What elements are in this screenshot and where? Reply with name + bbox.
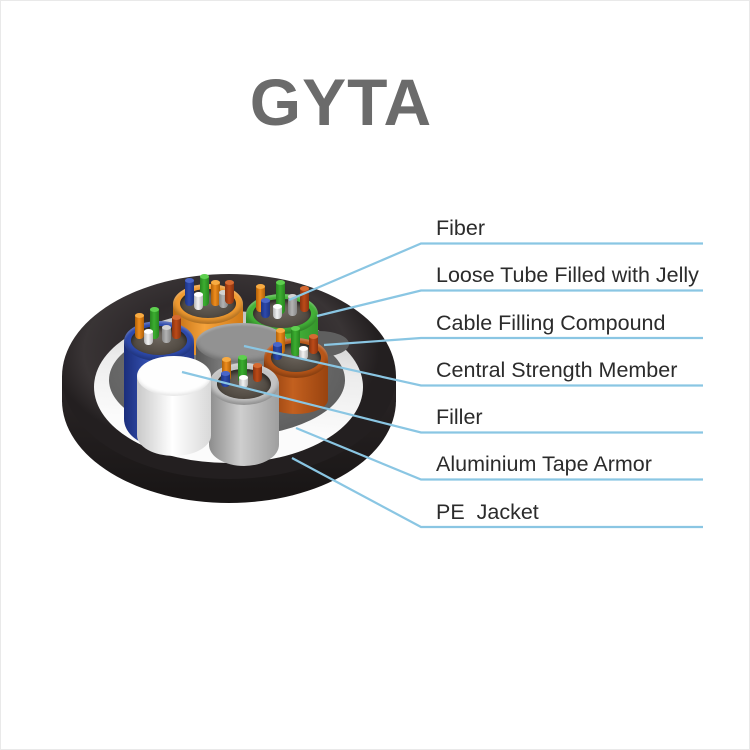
fiber <box>256 284 265 312</box>
fiber <box>239 375 248 388</box>
fiber <box>225 280 234 304</box>
fiber <box>185 278 194 306</box>
loose-tube-gray <box>209 355 279 466</box>
fiber <box>261 298 270 318</box>
fiber <box>291 326 300 356</box>
fiber <box>309 334 318 354</box>
label-filler: Filler <box>436 405 483 429</box>
fiber <box>253 363 262 382</box>
fiber <box>194 292 203 310</box>
fiber <box>221 371 230 387</box>
fiber <box>219 290 228 308</box>
fiber <box>273 342 282 360</box>
fiber <box>144 329 153 345</box>
fiber <box>200 274 209 306</box>
label-fiber: Fiber <box>436 216 485 240</box>
fiber <box>162 325 171 343</box>
label-aluminium-tape: Aluminium Tape Armor <box>436 452 652 476</box>
fiber <box>238 355 247 383</box>
fiber <box>299 346 308 360</box>
filler-cylinder <box>137 356 211 456</box>
fiber <box>276 280 285 314</box>
label-pe-jacket: PE Jacket <box>436 500 539 524</box>
label-central-strength: Central Strength Member <box>436 358 678 382</box>
fiber <box>172 315 181 339</box>
fiber <box>135 313 144 339</box>
fiber <box>273 304 282 319</box>
fiber <box>222 357 231 381</box>
page-title: GYTA <box>249 65 433 139</box>
fiber <box>300 286 309 312</box>
label-loose-tube: Loose Tube Filled with Jelly <box>436 263 699 287</box>
fiber <box>288 294 297 316</box>
label-cable-filling: Cable Filling Compound <box>436 311 666 335</box>
fiber <box>211 280 220 306</box>
filler-top <box>137 356 211 396</box>
fiber <box>150 307 159 339</box>
